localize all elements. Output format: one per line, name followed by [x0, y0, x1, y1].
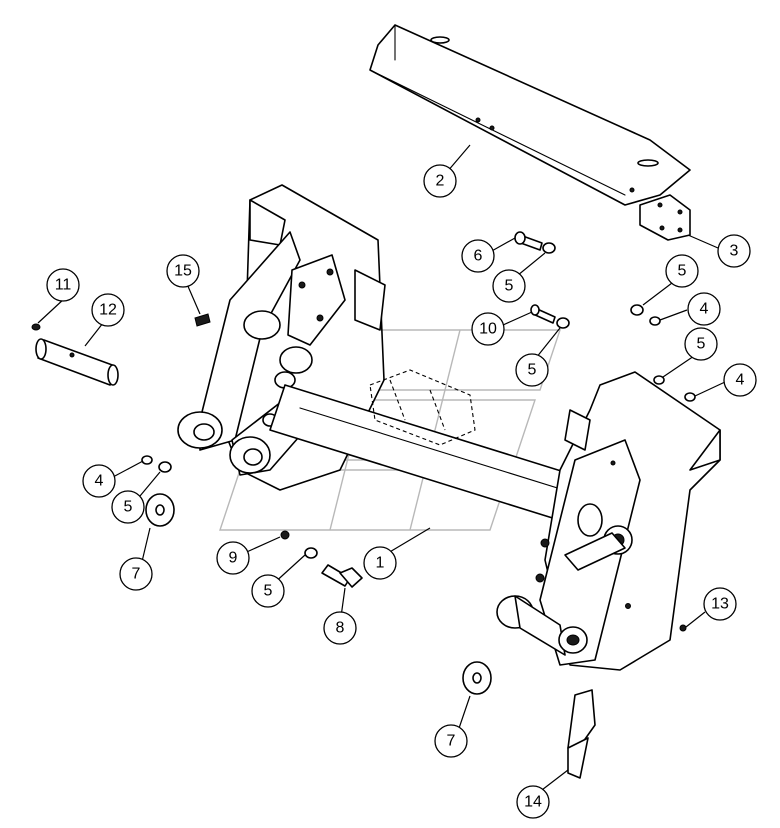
switch-detail-dashed	[369, 369, 476, 446]
callout-5: 5	[684, 327, 718, 361]
callout-label: 5	[678, 263, 687, 280]
callout-label: 3	[730, 243, 739, 260]
callout-label: 5	[124, 499, 133, 516]
part-3-bracket	[639, 194, 691, 241]
callout-5: 5	[251, 574, 285, 608]
callout-label: 4	[95, 473, 104, 490]
callout-label: 1	[376, 555, 385, 572]
part-11-plug	[31, 323, 41, 331]
callout-14: 14	[516, 785, 550, 819]
callout-label: 9	[229, 550, 238, 567]
part-2-cover-plate	[369, 24, 691, 206]
callout-1: 1	[363, 546, 397, 580]
callout-9: 9	[216, 541, 250, 575]
callout-8: 8	[323, 611, 357, 645]
callout-label: 10	[479, 321, 497, 338]
callout-label: 4	[736, 372, 745, 389]
part-15-fitting	[194, 313, 211, 327]
callout-11: 11	[46, 268, 80, 302]
callout-label: 2	[436, 173, 445, 190]
callout-5: 5	[492, 269, 526, 303]
callout-3: 3	[717, 234, 751, 268]
callout-label: 7	[447, 733, 456, 750]
callout-13: 13	[703, 587, 737, 621]
part-12-pin	[35, 338, 119, 386]
callout-2: 2	[423, 164, 457, 198]
callout-label: 5	[505, 278, 514, 295]
callout-label: 13	[711, 596, 729, 613]
callout-4: 4	[687, 292, 721, 326]
callout-4: 4	[723, 363, 757, 397]
callout-label: 14	[524, 794, 542, 811]
hardware	[141, 231, 696, 779]
callout-10: 10	[471, 312, 505, 346]
callout-label: 5	[528, 362, 537, 379]
callout-5: 5	[665, 254, 699, 288]
callout-5: 5	[515, 353, 549, 387]
callout-label: 5	[697, 336, 706, 353]
callout-label: 12	[99, 302, 117, 319]
callout-4: 4	[82, 464, 116, 498]
callout-label: 7	[132, 566, 141, 583]
callout-label: 11	[55, 277, 72, 294]
callout-5: 5	[111, 490, 145, 524]
callout-7: 7	[119, 557, 153, 591]
callout-label: 8	[336, 620, 345, 637]
callout-15: 15	[166, 254, 200, 288]
callout-6: 6	[461, 239, 495, 273]
callout-7: 7	[434, 724, 468, 758]
callout-label: 15	[174, 263, 192, 280]
callout-label: 5	[264, 583, 273, 600]
right-mount-assembly	[496, 371, 721, 671]
callout-label: 6	[474, 248, 483, 265]
callout-12: 12	[91, 293, 125, 327]
callout-label: 4	[700, 301, 709, 318]
